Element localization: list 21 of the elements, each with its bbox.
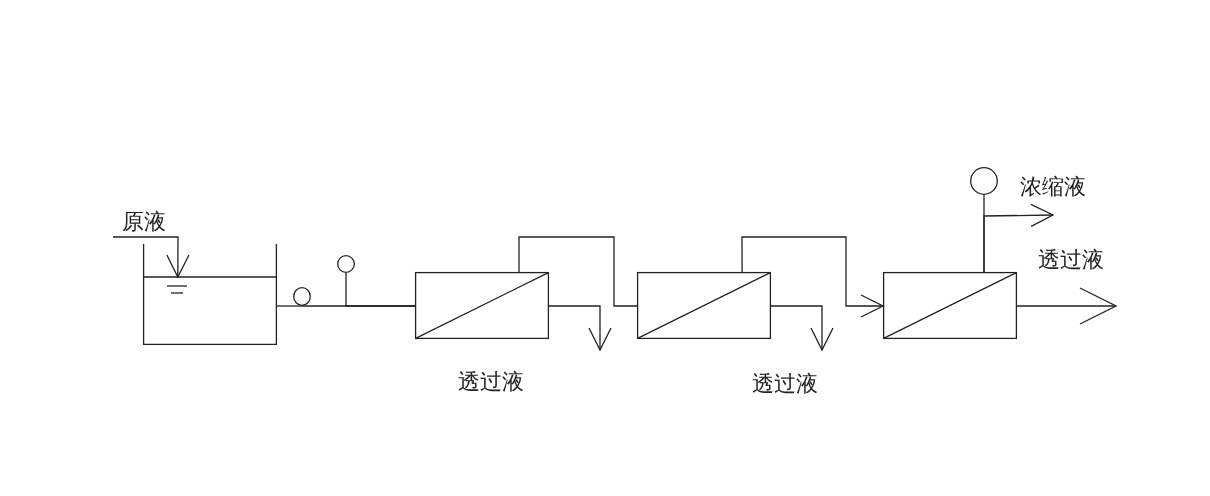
flow-arrow	[1016, 287, 1117, 325]
pipe-line	[345, 272, 416, 307]
flow-arrow	[983, 203, 1054, 273]
outlet-label: 透过液	[1038, 248, 1104, 272]
pressure-gauge	[337, 255, 355, 273]
pipe-line	[276, 305, 303, 307]
membrane-module	[883, 272, 1017, 339]
flow-arrow	[741, 236, 884, 318]
flow-arrow	[112, 236, 190, 278]
pump-symbol	[293, 287, 311, 306]
pipe-line	[518, 236, 638, 307]
membrane-module	[415, 272, 549, 339]
open-tank	[143, 244, 277, 345]
flow-arrow	[770, 305, 834, 351]
flow-label: 透过液	[752, 372, 818, 396]
flow-label: 透过液	[458, 370, 524, 394]
pressure-gauge	[970, 167, 998, 195]
flow-arrow	[548, 305, 612, 351]
inlet-label: 原液	[122, 210, 166, 234]
membrane-module	[637, 272, 771, 339]
outlet-label: 浓缩液	[1020, 175, 1086, 199]
